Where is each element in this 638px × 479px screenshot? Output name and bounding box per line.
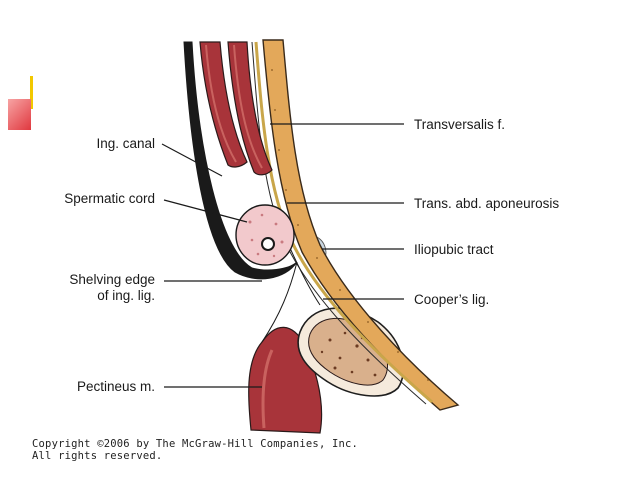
copyright-notice: Copyright ©2006 by The McGraw-Hill Compa… [32, 438, 358, 462]
fascia-connection-line [289, 247, 321, 306]
label-pectineus: Pectineus m. [77, 379, 155, 394]
copyright-line-2: All rights reserved. [32, 450, 163, 462]
vas-deferens [261, 237, 275, 251]
label-shelving-edge-line2: of ing. lig. [97, 288, 155, 303]
spermatic-cord [235, 204, 295, 266]
fascia-speckles [271, 69, 429, 381]
label-shelving-edge-line1: Shelving edge [69, 272, 155, 287]
label-transversalis: Transversalis f. [414, 117, 505, 132]
label-coopers-lig: Cooper’s lig. [414, 292, 489, 307]
shelving-edge-line [261, 261, 298, 343]
label-ing-canal: Ing. canal [96, 136, 155, 151]
label-spermatic-cord: Spermatic cord [64, 191, 155, 206]
transversus-muscle [227, 41, 273, 176]
label-trans-abd-aponeurosis: Trans. abd. aponeurosis [414, 196, 559, 211]
cord-vessels [248, 213, 284, 258]
left-leader-lines [161, 143, 262, 388]
right-leader-lines [270, 123, 404, 300]
decorative-yellow-line [30, 76, 33, 109]
label-iliopubic-tract: Iliopubic tract [414, 242, 494, 257]
decorative-red-block [8, 99, 31, 130]
transversalis-fascia [262, 39, 460, 411]
copyright-line-1: Copyright ©2006 by The McGraw-Hill Compa… [32, 438, 359, 450]
internal-oblique-muscle [199, 41, 248, 168]
pectineus-highlight [261, 349, 274, 429]
